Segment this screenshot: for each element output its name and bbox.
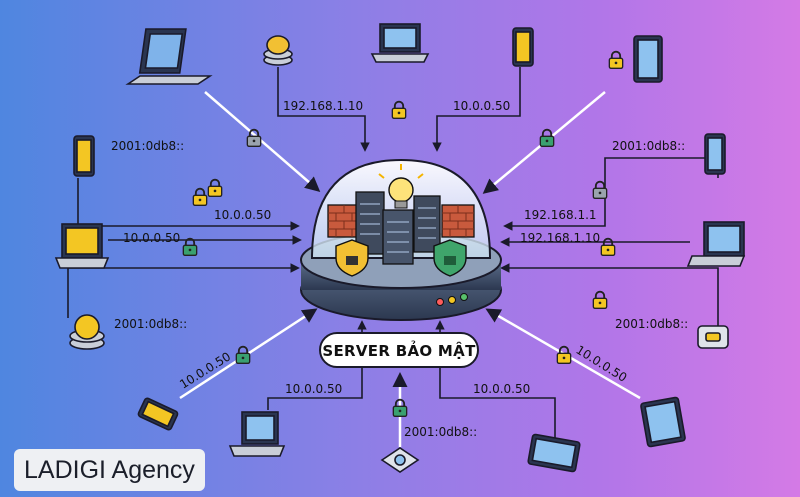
laptop-icon <box>686 221 746 267</box>
ip-label-bottom-right: 10.0.0.50 <box>473 382 530 396</box>
lock-icon <box>391 100 407 120</box>
ip-label-bottom-left-diag: 10.0.0.50 <box>177 349 233 391</box>
lightbulb-icon <box>378 164 424 209</box>
laptop-icon <box>228 411 286 457</box>
ip-label-left-lower: 2001:0db8:: <box>114 317 187 331</box>
coin-stack-icon <box>263 35 293 66</box>
secure-server <box>300 158 502 321</box>
lock-icon <box>192 187 208 207</box>
phone-icon <box>137 397 179 431</box>
lock-icon <box>207 178 223 198</box>
firewall-icon <box>327 204 475 238</box>
router-icon <box>697 325 729 349</box>
router-icon <box>380 447 420 473</box>
ip-label-left-upper-a: 2001:0db8:: <box>111 139 184 153</box>
ip-label-bottom-left: 10.0.0.50 <box>285 382 342 396</box>
phone-icon <box>512 27 534 67</box>
server-label: SERVER BẢO MẬT <box>322 339 476 360</box>
lock-icon <box>556 345 572 365</box>
lock-icon <box>592 290 608 310</box>
lock-icon <box>600 237 616 257</box>
lock-icon <box>592 180 608 200</box>
ip-label-right-upper-b: 192.168.1.1 <box>524 208 597 222</box>
ip-label-bottom-center: 2001:0db8:: <box>404 425 477 439</box>
tablet-icon <box>640 396 686 448</box>
phone-icon <box>704 133 726 175</box>
devices <box>54 23 746 473</box>
shield-icon <box>335 239 369 277</box>
server-label-pill: SERVER BẢO MẬT <box>319 332 479 368</box>
brand-watermark: LADIGI Agency <box>14 449 205 491</box>
lock-icon <box>182 237 198 257</box>
ip-label-left-mid: 10.0.0.50 <box>123 231 180 245</box>
tablet-icon <box>633 35 663 83</box>
tablet-icon <box>527 433 581 473</box>
laptop-icon <box>125 28 213 85</box>
ip-label-left-upper-b: 10.0.0.50 <box>214 208 271 222</box>
lock-icon <box>608 50 624 70</box>
server-icon <box>355 191 441 265</box>
lock-icon <box>235 345 251 365</box>
lock-icon <box>246 128 262 148</box>
ip-label-right-mid: 192.168.1.10 <box>520 231 600 245</box>
ip-label-right-lower: 2001:0db8:: <box>615 317 688 331</box>
ip-label-right-upper-a: 2001:0db8:: <box>612 139 685 153</box>
coin-stack-icon <box>69 314 105 350</box>
ip-label-top-right: 10.0.0.50 <box>453 99 510 113</box>
laptop-icon <box>370 23 430 63</box>
elbow-connections <box>67 67 719 438</box>
laptop-icon <box>54 223 110 269</box>
shield-icon <box>433 239 467 277</box>
phone-icon <box>73 135 95 177</box>
lock-icon <box>539 128 555 148</box>
ip-label-top-left: 192.168.1.10 <box>283 99 363 113</box>
